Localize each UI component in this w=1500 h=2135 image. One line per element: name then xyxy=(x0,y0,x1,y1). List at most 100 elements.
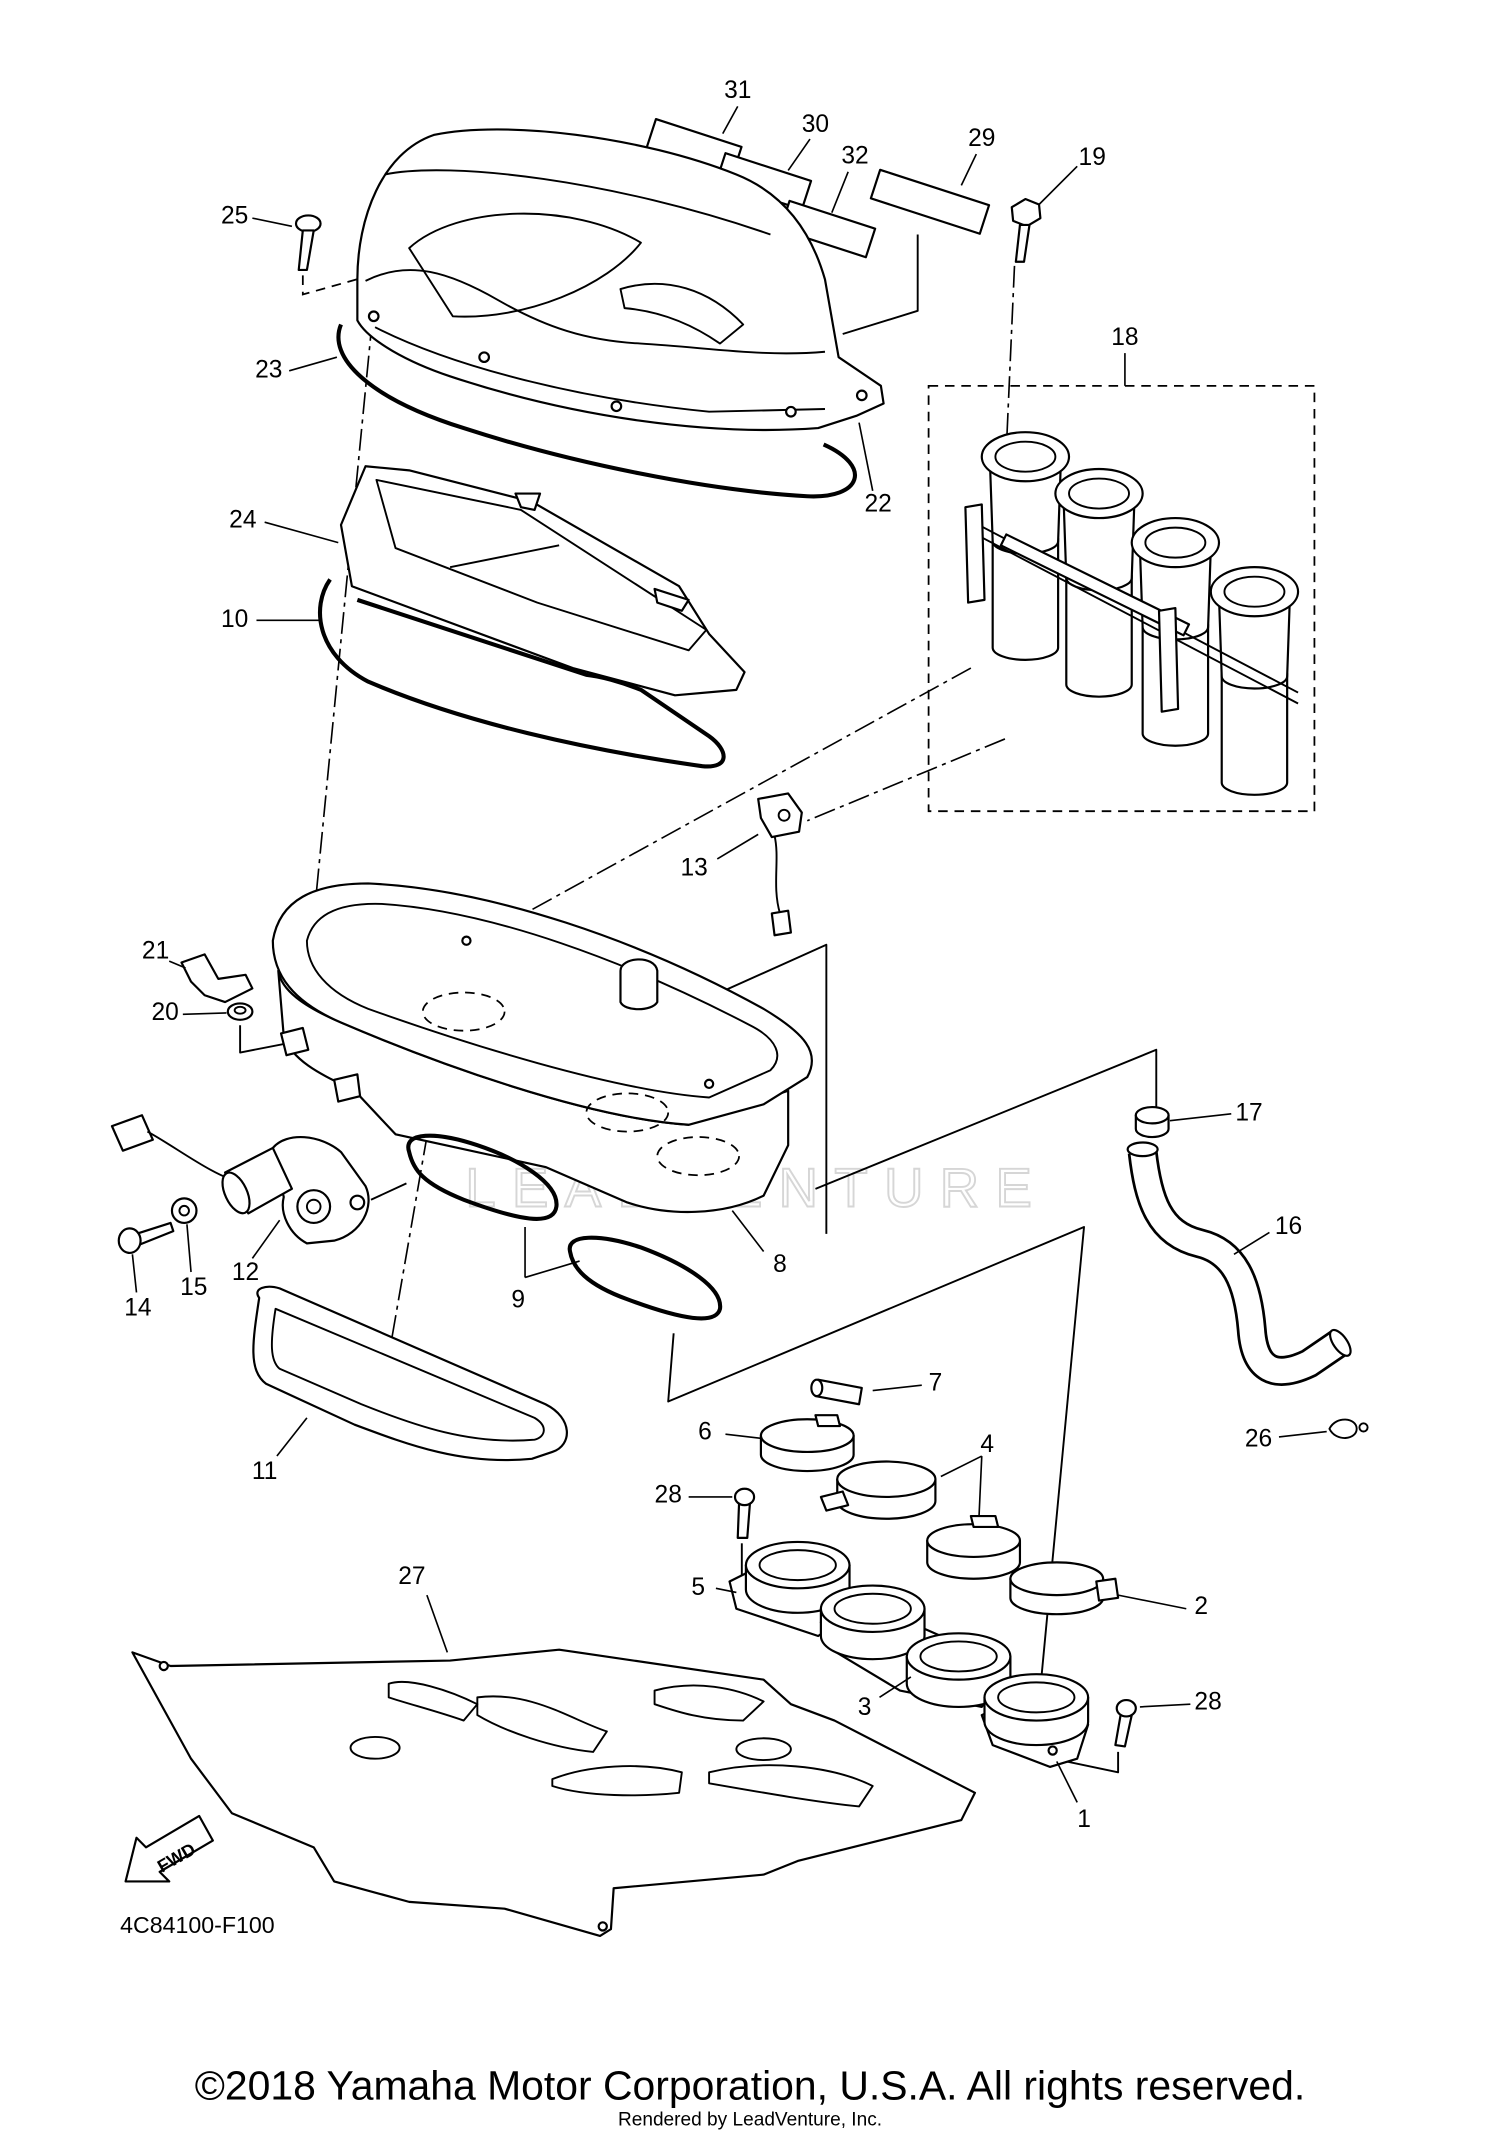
joint-ring-bore xyxy=(758,1549,837,1582)
callout-27: 27 xyxy=(398,1563,425,1590)
assembly-line xyxy=(815,1048,1158,1190)
assembly-line xyxy=(383,1097,435,1380)
washer-15 xyxy=(170,1197,198,1225)
sensor-connector xyxy=(770,909,792,937)
gasket-9-lower xyxy=(567,1235,723,1321)
assembly-line xyxy=(1005,265,1016,450)
leader-3 xyxy=(879,1676,912,1699)
leader-9 xyxy=(524,1227,580,1279)
leader-14 xyxy=(131,1254,138,1293)
gasket-9-upper xyxy=(406,1133,559,1221)
linkage-bracket xyxy=(1157,606,1180,713)
callout-14: 14 xyxy=(124,1295,151,1322)
bolt-head xyxy=(1010,197,1042,228)
shield-hole xyxy=(597,1921,608,1932)
callout-19: 19 xyxy=(1079,144,1106,171)
motor-housing xyxy=(271,1136,370,1245)
callout-23: 23 xyxy=(255,357,282,384)
joint-1 xyxy=(980,1673,1090,1768)
motor-gear-hub xyxy=(305,1198,322,1215)
callout-10: 10 xyxy=(221,606,248,633)
leader-21 xyxy=(168,960,186,969)
throttle-bore xyxy=(1065,574,1133,698)
callout-6: 6 xyxy=(698,1419,712,1446)
leader-5 xyxy=(715,1587,737,1594)
callout-12: 12 xyxy=(232,1259,259,1286)
leader-24 xyxy=(264,521,339,544)
joint-ring-bore xyxy=(997,1681,1076,1714)
washer-inner xyxy=(178,1204,190,1217)
leader-2 xyxy=(1117,1594,1187,1610)
callout-2: 2 xyxy=(1194,1593,1208,1620)
bolt-shank xyxy=(1014,223,1031,263)
bolt-hole xyxy=(855,389,868,402)
funnel-inner xyxy=(1068,477,1130,510)
callout-15: 15 xyxy=(180,1274,207,1301)
funnel-outer xyxy=(1054,467,1144,520)
bolt-hole xyxy=(703,1078,715,1090)
diagram-code: 4C84100-F100 xyxy=(120,1912,274,1938)
bolt-hole xyxy=(610,400,623,413)
clamp-top xyxy=(759,1418,855,1454)
case-opening xyxy=(656,1136,740,1177)
assembly-line xyxy=(1066,1751,1120,1774)
funnel-outer xyxy=(1209,566,1300,618)
funnel-outer xyxy=(980,431,1071,483)
callout-numbers: 31 30 32 29 19 25 18 23 22 24 10 13 21 2… xyxy=(124,77,1302,1833)
hose-16 xyxy=(1126,1141,1352,1386)
shield-outline xyxy=(131,1648,977,1938)
nut-body xyxy=(226,1002,254,1021)
callout-32: 32 xyxy=(841,143,868,170)
filter-tab xyxy=(653,587,690,612)
hose-end xyxy=(1328,1328,1352,1357)
sticker-29 xyxy=(869,168,991,235)
clip-eye xyxy=(1358,1422,1369,1433)
bolt-shank xyxy=(736,1501,752,1539)
callout-22: 22 xyxy=(865,490,892,517)
callout-18: 18 xyxy=(1111,324,1138,351)
callout-31: 31 xyxy=(724,77,751,104)
throttle-shaft xyxy=(970,530,1299,705)
leader-17 xyxy=(1169,1113,1232,1122)
leader-19 xyxy=(1038,165,1078,206)
joint-ring-top xyxy=(744,1540,851,1590)
motor-output-shaft xyxy=(349,1194,366,1211)
callout-5: 5 xyxy=(691,1574,705,1601)
bolt-hole xyxy=(1047,1745,1058,1756)
assembly-line xyxy=(310,318,374,948)
motor-end-cap xyxy=(221,1171,251,1215)
shield-cutout xyxy=(551,1765,683,1797)
copyright-notice: ©2018 Yamaha Motor Corporation, U.S.A. A… xyxy=(195,2063,1305,2109)
nut-hole xyxy=(233,1005,247,1015)
callout-1: 1 xyxy=(1077,1806,1091,1833)
callout-28-upper: 28 xyxy=(655,1481,682,1508)
part-7-end xyxy=(810,1378,824,1398)
air-filter-case-cover xyxy=(356,128,885,432)
nut-20 xyxy=(226,1002,254,1021)
leader-30 xyxy=(787,138,811,171)
filter-tab xyxy=(514,492,542,511)
filter-media xyxy=(375,478,708,652)
hose-end xyxy=(1126,1141,1159,1158)
bolt-head xyxy=(117,1227,142,1255)
forward-arrow-icon xyxy=(124,1814,214,1883)
joint-ring-bore xyxy=(919,1640,998,1673)
motor-gear xyxy=(296,1189,332,1225)
leader-16 xyxy=(1233,1231,1270,1255)
joint-ring-top xyxy=(905,1632,1012,1681)
leader-12 xyxy=(251,1219,281,1259)
clamp-screw xyxy=(1095,1577,1120,1602)
cover-ridge xyxy=(384,169,771,236)
clamp-top xyxy=(926,1523,1022,1559)
leader-11 xyxy=(276,1417,308,1457)
shield-cutout xyxy=(349,1735,401,1760)
clamp-6 xyxy=(759,1414,855,1473)
clip-26 xyxy=(1328,1418,1369,1439)
clamp-top xyxy=(1134,1105,1170,1125)
cover-slot xyxy=(619,282,745,345)
assembly-line xyxy=(667,1226,1085,1732)
leader-26 xyxy=(1278,1430,1327,1438)
bolt-14 xyxy=(117,1221,175,1255)
clamp-4-lower xyxy=(926,1514,1022,1580)
clamp-screw xyxy=(969,1514,1000,1529)
